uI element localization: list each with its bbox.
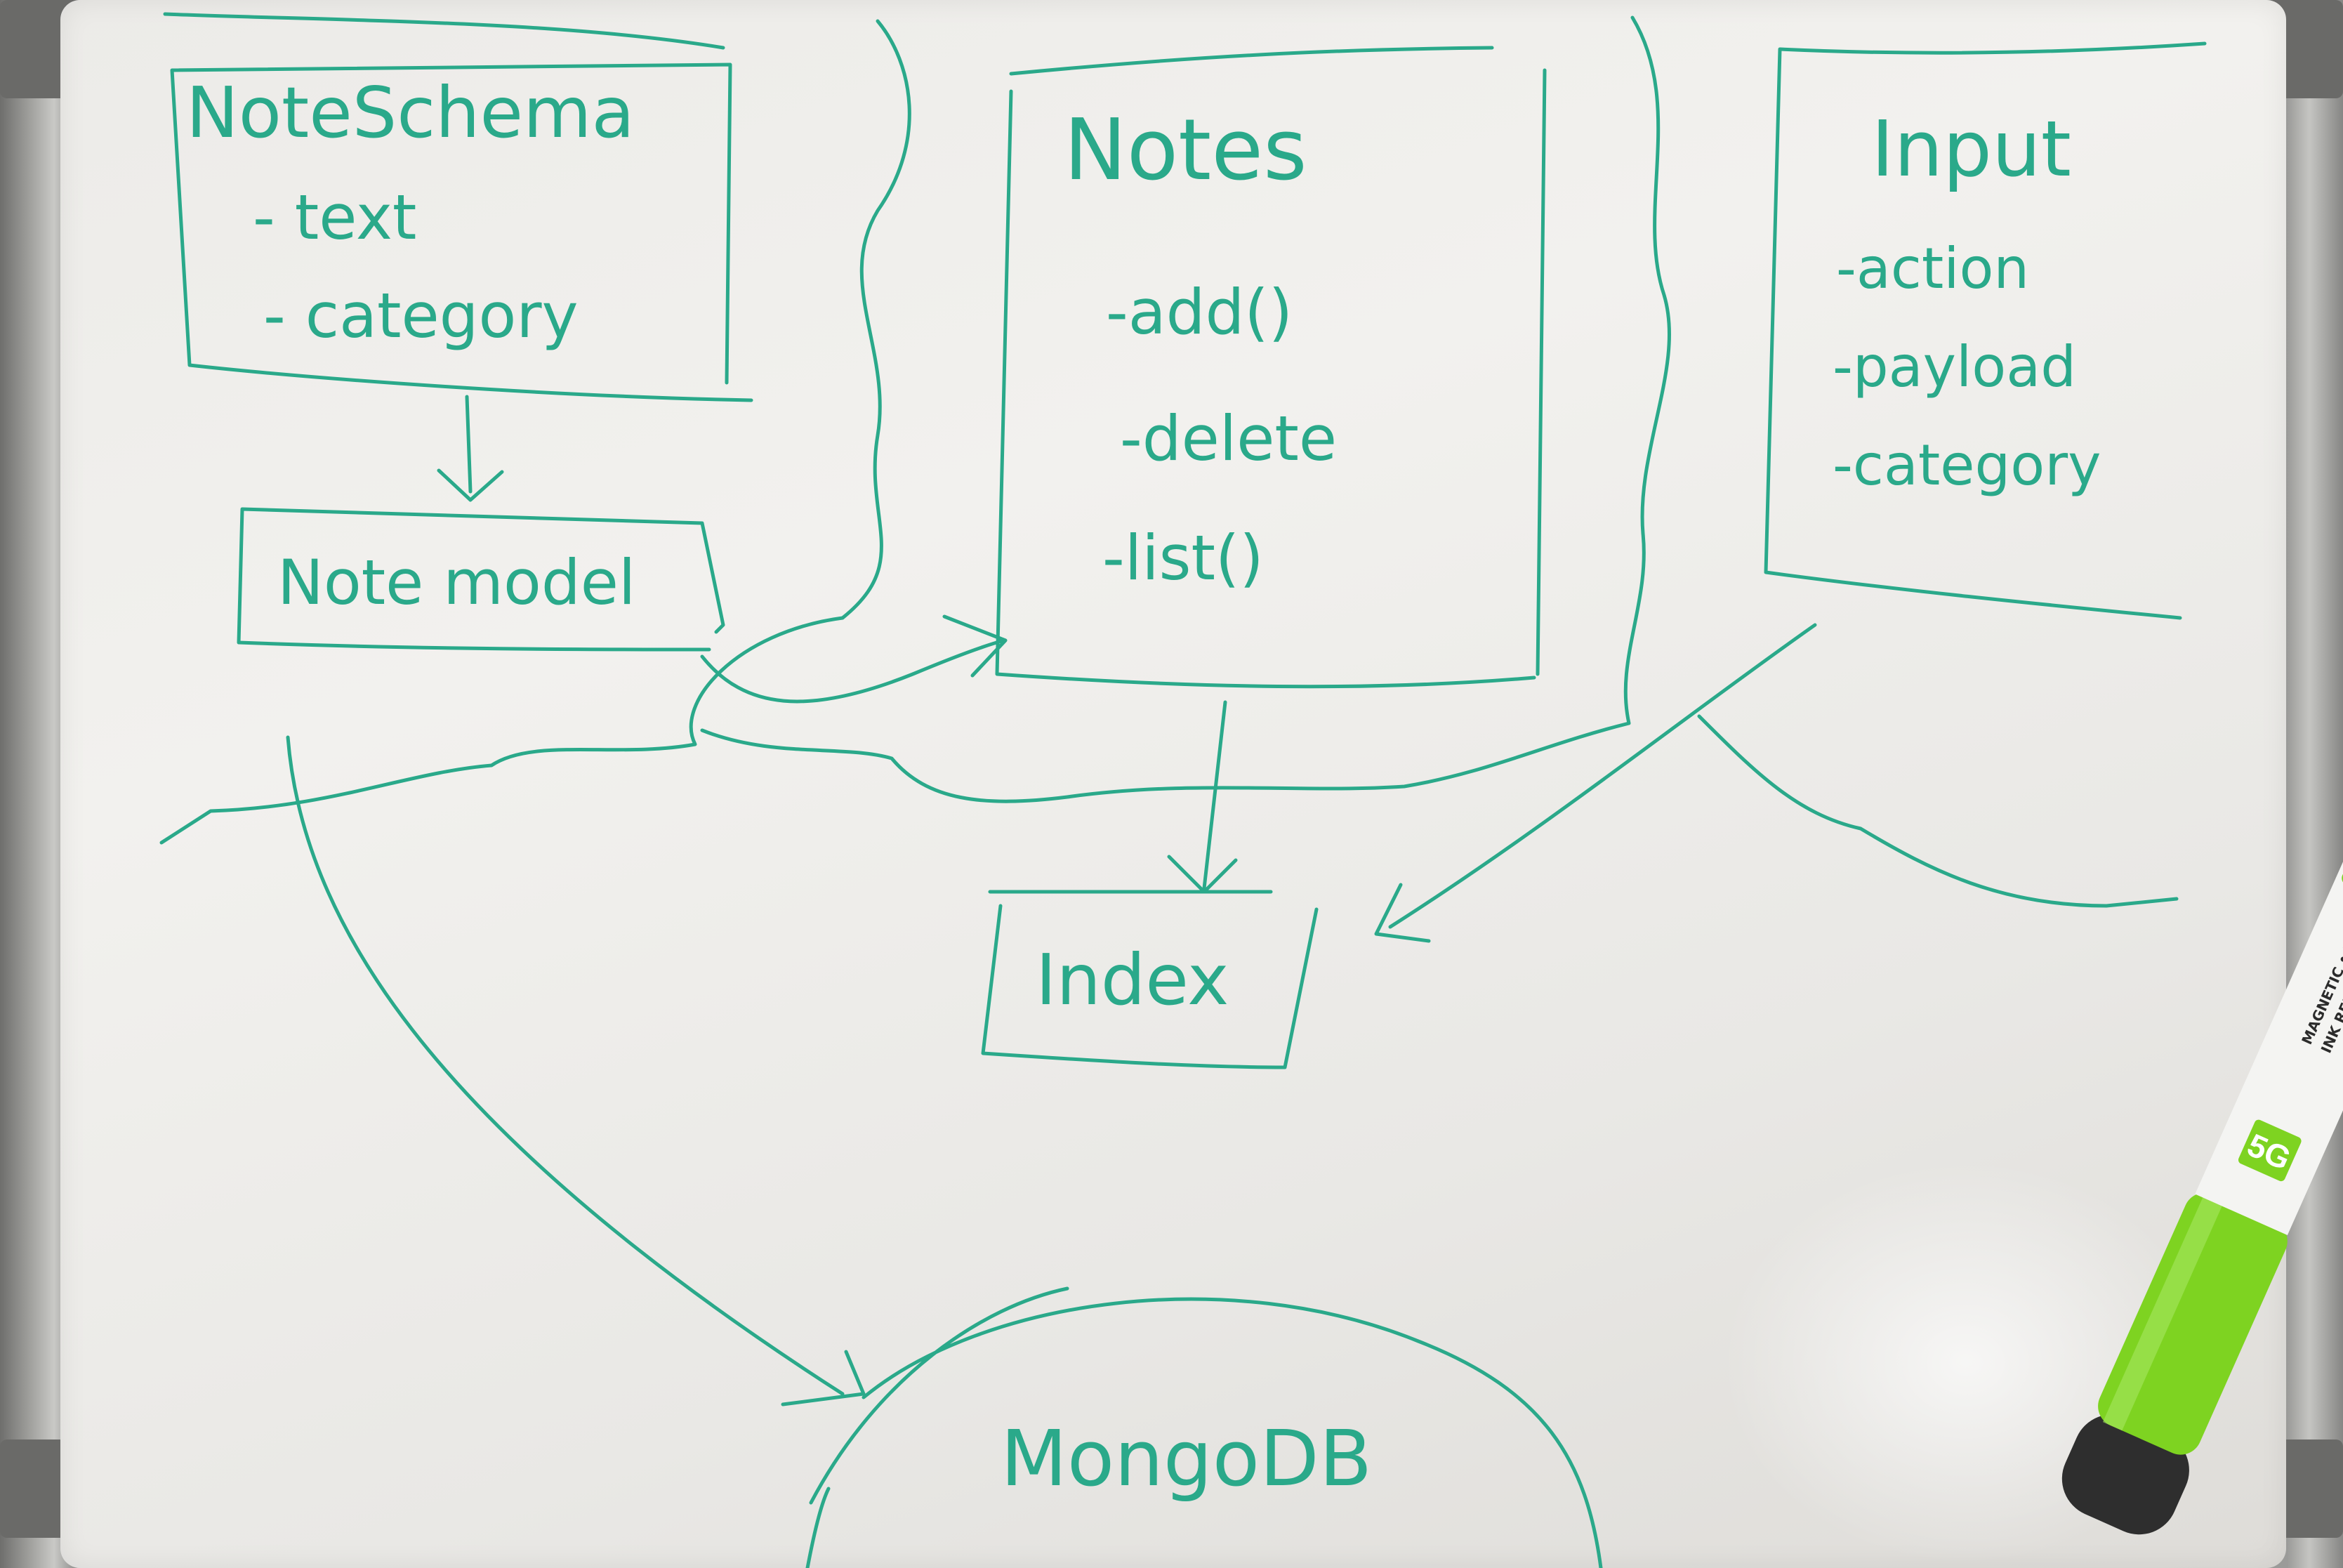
note-model-title: Note model [277, 546, 635, 619]
note-schema-field-1: - text [253, 181, 416, 253]
mongodb-title: MongoDB [1001, 1414, 1372, 1503]
board-frame-right [2287, 0, 2343, 1568]
arrow-model-to-mongodb [286, 735, 866, 1406]
notes-method-list: -list() [1102, 522, 1264, 594]
index-box [981, 890, 1319, 1069]
input-field-payload: -payload [1833, 334, 2076, 400]
notes-box [995, 46, 1547, 689]
wavy-divider-lower-right [1697, 714, 2179, 908]
wavy-divider-left [159, 19, 911, 845]
top-stroke [163, 12, 725, 50]
mongodb-shape [805, 1286, 1603, 1568]
arrow-model-to-notes [700, 614, 1008, 704]
note-schema-field-2: - category [263, 279, 579, 352]
input-field-action: -action [1836, 236, 2029, 301]
note-model-box [237, 507, 725, 652]
marker-grip [2098, 1192, 2288, 1455]
note-schema-box [170, 62, 753, 402]
notes-title: Notes [1064, 102, 1307, 199]
note-schema-title: NoteSchema [186, 72, 635, 154]
input-title: Input [1871, 104, 2071, 194]
arrow-notes-to-index [1167, 700, 1238, 894]
input-box [1764, 41, 2207, 620]
wavy-divider-right [700, 15, 1671, 803]
notes-method-delete: -delete [1120, 402, 1337, 475]
input-field-category: -category [1833, 433, 2101, 498]
marker-pen: 5G MAGNETIC • ERASER INK REFILLABLE [2061, 834, 2343, 1535]
index-title: Index [1036, 939, 1229, 1021]
arrow-schema-to-model [437, 395, 504, 502]
notes-method-add: -add() [1106, 276, 1293, 348]
arrow-input-to-index [1374, 623, 1817, 943]
